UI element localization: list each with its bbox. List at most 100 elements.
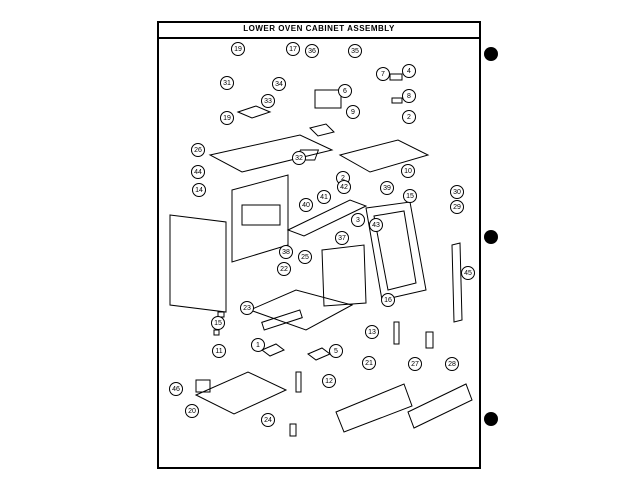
callout-circle bbox=[261, 413, 275, 427]
callout-circle bbox=[192, 183, 206, 197]
callout-16: 16 bbox=[381, 293, 395, 307]
callout-label: 25 bbox=[301, 254, 309, 261]
callout-41: 41 bbox=[317, 190, 331, 204]
part-12 bbox=[295, 371, 302, 393]
callout-label: 15 bbox=[406, 193, 414, 200]
callout-25: 25 bbox=[298, 250, 312, 264]
callout-15a: 15 bbox=[403, 189, 417, 203]
callout-circle bbox=[220, 76, 234, 90]
callout-circle bbox=[401, 164, 415, 178]
part-24 bbox=[289, 423, 297, 437]
part-9-valve bbox=[314, 89, 342, 109]
callout-44: 44 bbox=[191, 165, 205, 179]
callout-label: 11 bbox=[215, 348, 222, 355]
callout-34: 34 bbox=[272, 77, 286, 91]
callout-circle bbox=[329, 344, 343, 358]
callout-35: 35 bbox=[348, 44, 362, 58]
callout-label: 24 bbox=[264, 417, 272, 424]
callout-circle bbox=[402, 110, 416, 124]
callout-circle bbox=[365, 325, 379, 339]
part-5 bbox=[307, 347, 331, 361]
callout-circle bbox=[185, 404, 199, 418]
callout-circle bbox=[191, 165, 205, 179]
callout-label: 17 bbox=[289, 46, 297, 53]
callout-46: 46 bbox=[169, 382, 183, 396]
callout-label: 4 bbox=[407, 68, 411, 75]
callout-label: 1 bbox=[256, 342, 260, 349]
callout-circle bbox=[299, 198, 313, 212]
callout-label: 30 bbox=[453, 189, 461, 196]
callout-label: 33 bbox=[264, 98, 272, 105]
callout-label: 39 bbox=[383, 185, 391, 192]
callout-circle bbox=[402, 89, 416, 103]
callout-circle bbox=[348, 44, 362, 58]
callout-circle bbox=[450, 185, 464, 199]
callout-5: 5 bbox=[329, 344, 343, 358]
part-13 bbox=[393, 321, 400, 345]
callout-33: 33 bbox=[261, 94, 275, 108]
callout-22: 22 bbox=[277, 262, 291, 276]
callout-label: 40 bbox=[302, 202, 310, 209]
callout-label: 26 bbox=[194, 147, 202, 154]
callout-label: 12 bbox=[325, 378, 333, 385]
callout-circle bbox=[191, 143, 205, 157]
callout-circle bbox=[402, 64, 416, 78]
callout-43: 43 bbox=[369, 218, 383, 232]
callout-label: 22 bbox=[280, 266, 288, 273]
callout-circle bbox=[169, 382, 183, 396]
callout-label: 46 bbox=[172, 386, 180, 393]
callout-label: 28 bbox=[448, 361, 456, 368]
callout-30: 30 bbox=[450, 185, 464, 199]
part-25-panel bbox=[321, 244, 367, 307]
part-26-top-panel bbox=[208, 134, 334, 173]
callout-label: 37 bbox=[338, 235, 346, 242]
callout-8: 8 bbox=[402, 89, 416, 103]
callout-label: 43 bbox=[372, 222, 380, 229]
part-19-bracket bbox=[236, 105, 272, 119]
callout-circle bbox=[335, 231, 349, 245]
callout-4: 4 bbox=[402, 64, 416, 78]
callout-12: 12 bbox=[322, 374, 336, 388]
binder-hole-top bbox=[484, 47, 498, 61]
callout-45: 45 bbox=[461, 266, 475, 280]
part-29-strip bbox=[451, 242, 463, 323]
callout-31: 31 bbox=[220, 76, 234, 90]
callout-circle bbox=[261, 94, 275, 108]
callout-40: 40 bbox=[299, 198, 313, 212]
callout-label: 14 bbox=[195, 187, 203, 194]
callout-circle bbox=[445, 357, 459, 371]
callout-11: 11 bbox=[212, 344, 226, 358]
callout-circle bbox=[408, 357, 422, 371]
part-4 bbox=[389, 73, 403, 81]
callout-circle bbox=[240, 301, 254, 315]
callout-circle bbox=[351, 213, 365, 227]
callout-circle bbox=[211, 316, 225, 330]
callout-17: 17 bbox=[286, 42, 300, 56]
part-22-bottom-shelf bbox=[248, 289, 354, 331]
callout-label: 36 bbox=[308, 48, 316, 55]
callout-20: 20 bbox=[185, 404, 199, 418]
callout-circle bbox=[317, 190, 331, 204]
callout-label: 38 bbox=[282, 249, 290, 256]
callout-32: 32 bbox=[292, 151, 306, 165]
callout-circle bbox=[277, 262, 291, 276]
callout-circle bbox=[461, 266, 475, 280]
callout-23: 23 bbox=[240, 301, 254, 315]
callout-circle bbox=[362, 356, 376, 370]
callout-circle bbox=[286, 42, 300, 56]
callout-label: 16 bbox=[384, 297, 392, 304]
callout-label: 5 bbox=[334, 348, 338, 355]
callout-label: 29 bbox=[453, 204, 461, 211]
callout-circle bbox=[212, 344, 226, 358]
part-42-channel bbox=[286, 199, 368, 237]
callout-label: 7 bbox=[381, 71, 385, 78]
callout-label: 6 bbox=[343, 88, 347, 95]
callout-13: 13 bbox=[365, 325, 379, 339]
callout-label: 41 bbox=[320, 194, 328, 201]
callout-circle bbox=[450, 200, 464, 214]
callout-7: 7 bbox=[376, 67, 390, 81]
callout-26: 26 bbox=[191, 143, 205, 157]
callout-circle bbox=[251, 338, 265, 352]
callout-label: 19 bbox=[223, 115, 231, 122]
callout-6a: 6 bbox=[338, 84, 352, 98]
